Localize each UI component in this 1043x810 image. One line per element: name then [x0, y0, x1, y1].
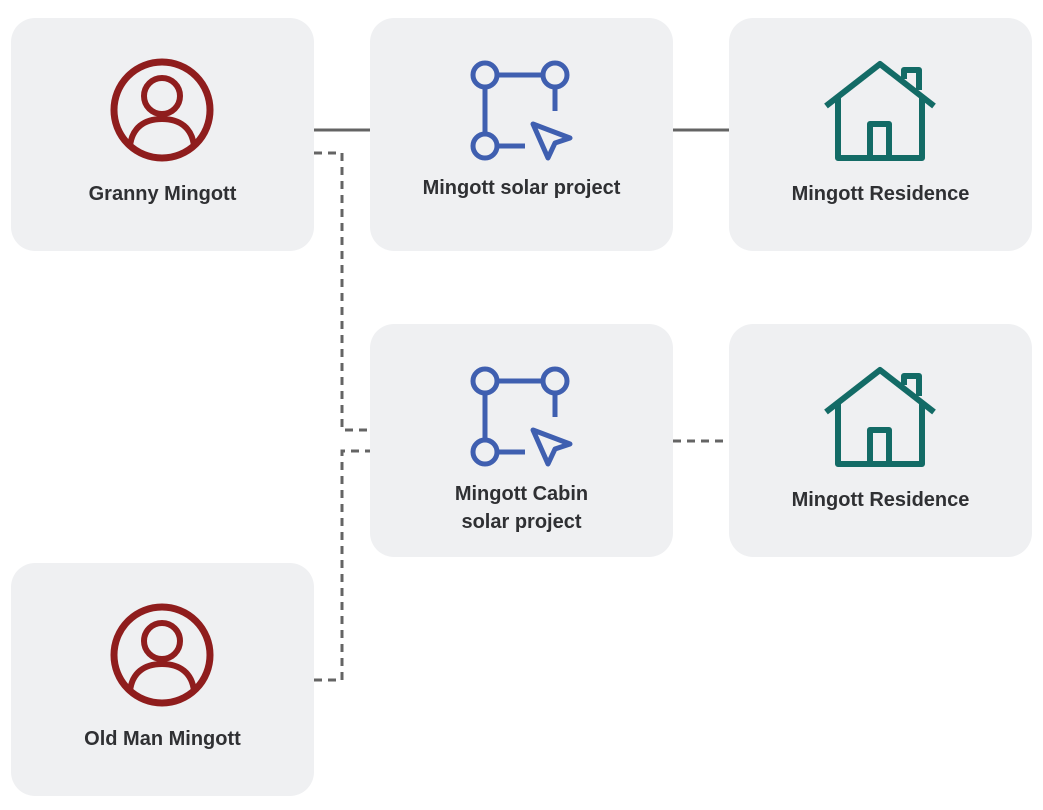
- house-icon: [824, 367, 936, 467]
- node-label: Mingott Residence: [791, 489, 970, 511]
- node-label-line-2: solar project: [461, 511, 582, 533]
- person-icon: [110, 58, 214, 162]
- node-mingott-residence-2[interactable]: Mingott Residence: [729, 324, 1032, 557]
- project-cursor-icon: [470, 60, 573, 161]
- node-label: Old Man Mingott: [84, 728, 241, 750]
- edge-old-man-to-cabin-project: [314, 449, 370, 682]
- node-mingott-solar-project[interactable]: Mingott solar project: [370, 18, 673, 251]
- node-label: Mingott Residence: [791, 183, 970, 205]
- node-label-line-1: Mingott Cabin: [454, 483, 589, 505]
- node-label: Mingott Cabin solar project: [370, 480, 673, 536]
- person-icon: [110, 603, 214, 707]
- node-label: Granny Mingott: [88, 183, 237, 205]
- node-old-man-mingott[interactable]: Old Man Mingott: [11, 563, 314, 796]
- node-mingott-residence-1[interactable]: Mingott Residence: [729, 18, 1032, 251]
- node-granny-mingott[interactable]: Granny Mingott: [11, 18, 314, 251]
- node-label: Mingott solar project: [422, 177, 621, 199]
- project-cursor-icon: [470, 366, 573, 467]
- edge-granny-to-cabin-project: [314, 151, 370, 432]
- house-icon: [824, 61, 936, 161]
- node-mingott-cabin-solar-project[interactable]: Mingott Cabin solar project: [370, 324, 673, 557]
